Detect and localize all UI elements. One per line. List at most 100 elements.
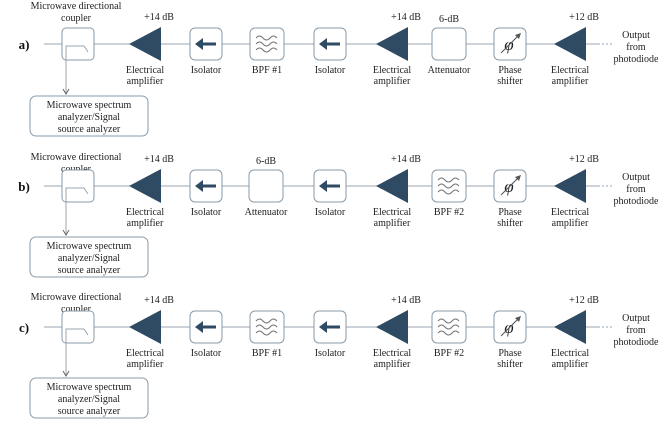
gain-label: +14 dB	[391, 295, 421, 306]
amplifier-label: amplifier	[552, 76, 589, 87]
bpf-label: BPF #2	[434, 348, 464, 359]
coupler-label: Microwave directional	[31, 292, 122, 303]
isolator-arrowhead-icon	[319, 180, 327, 192]
row-b: b)Microwave directionalcouplerMicrowave …	[18, 152, 660, 278]
analyzer-label: analyzer/Signal	[58, 112, 120, 123]
isolator-arrowhead-icon	[319, 38, 327, 50]
bpf-label: BPF #1	[252, 348, 282, 359]
bpf-label: BPF #1	[252, 65, 282, 76]
amplifier-label: Electrical	[551, 348, 590, 359]
gain-label: +14 dB	[391, 12, 421, 23]
coupler-symbol	[65, 328, 89, 339]
phase-shifter-label: shifter	[497, 359, 523, 370]
directional-coupler	[61, 310, 95, 344]
coupler-label: Microwave directional	[31, 152, 122, 163]
amplifier-triangle-icon	[376, 27, 408, 61]
output-label: from	[626, 184, 646, 195]
bpf-wave-icon	[437, 189, 460, 195]
amplifier-label: Electrical	[551, 207, 590, 218]
tap-arrowhead	[62, 229, 70, 236]
isolator-arrowhead-icon	[319, 321, 327, 333]
panel-label: b)	[18, 179, 30, 194]
amplifier-label: amplifier	[552, 218, 589, 229]
spectrum-analyzer	[29, 236, 149, 278]
bpf-6: BPF #2	[431, 169, 467, 218]
attenuator-box	[248, 169, 284, 203]
phase-7: φPhaseshifter	[493, 169, 527, 229]
gain-label: +14 dB	[391, 154, 421, 165]
output-label: photodiode	[614, 54, 660, 65]
attenuation-label: 6-dB	[256, 156, 276, 167]
phase-shifter-label: shifter	[497, 76, 523, 87]
attenuator-label: Attenuator	[245, 207, 288, 218]
isolator-label: Isolator	[315, 207, 346, 218]
bpf-3: BPF #1	[249, 310, 285, 359]
isolator-label: Isolator	[191, 348, 222, 359]
tap-arrowhead	[62, 88, 70, 95]
bpf-wave-icon	[437, 330, 460, 336]
amplifier-label: amplifier	[127, 218, 164, 229]
gain-label: +14 dB	[144, 295, 174, 306]
isolator-4: Isolator	[313, 310, 347, 359]
analyzer-label: analyzer/Signal	[58, 253, 120, 264]
gain-label: +12 dB	[569, 295, 599, 306]
analyzer-label: Microwave spectrum	[47, 382, 132, 393]
coupler-label: coupler	[61, 13, 92, 24]
amplifier-triangle-icon	[129, 27, 161, 61]
amplifier-label: Electrical	[126, 65, 165, 76]
row-a: a)Microwave directionalcouplerMicrowave …	[19, 1, 660, 137]
output-label: photodiode	[614, 337, 660, 348]
directional-coupler	[61, 169, 95, 203]
gain-label: +12 dB	[569, 12, 599, 23]
isolator-arrowhead-icon	[195, 321, 203, 333]
isolator-label: Isolator	[191, 207, 222, 218]
gain-label: +12 dB	[569, 154, 599, 165]
output-label: photodiode	[614, 196, 660, 207]
bpf-label: BPF #2	[434, 207, 464, 218]
bpf-3: BPF #1	[249, 27, 285, 76]
phase-shifter-label: Phase	[498, 207, 522, 218]
panel-label: c)	[19, 320, 29, 335]
amplifier-label: Electrical	[373, 65, 412, 76]
amplifier-triangle-icon	[376, 169, 408, 203]
phase-arrowhead-icon	[515, 33, 521, 39]
analyzer-label: source analyzer	[58, 265, 121, 276]
phase-shifter-label: shifter	[497, 218, 523, 229]
panel-label: a)	[19, 37, 30, 52]
isolator-2: Isolator	[189, 27, 223, 76]
bpf-wave-icon	[255, 41, 278, 47]
output-label: Output	[622, 172, 650, 183]
isolator-label: Isolator	[315, 65, 346, 76]
phase-arrowhead-icon	[515, 175, 521, 181]
spectrum-analyzer	[29, 377, 149, 419]
coupler-symbol	[65, 187, 89, 198]
directional-coupler	[61, 27, 95, 61]
analyzer-label: source analyzer	[58, 124, 121, 135]
bpf-wave-icon	[437, 324, 460, 330]
analyzer-label: Microwave spectrum	[47, 100, 132, 111]
amplifier-triangle-icon	[554, 27, 586, 61]
amplifier-label: amplifier	[374, 76, 411, 87]
amplifier-triangle-icon	[376, 310, 408, 344]
bpf-wave-icon	[255, 318, 278, 324]
output-label: from	[626, 325, 646, 336]
amplifier-label: amplifier	[374, 218, 411, 229]
isolator-arrowhead-icon	[195, 180, 203, 192]
amplifier-triangle-icon	[554, 169, 586, 203]
amplifier-label: amplifier	[552, 359, 589, 370]
amplifier-label: amplifier	[374, 359, 411, 370]
phase-arrowhead-icon	[515, 316, 521, 322]
amplifier-label: Electrical	[126, 348, 165, 359]
phase-shifter-label: Phase	[498, 348, 522, 359]
phase-shifter-label: Phase	[498, 65, 522, 76]
bpf-wave-icon	[255, 330, 278, 336]
isolator-4: Isolator	[313, 27, 347, 76]
